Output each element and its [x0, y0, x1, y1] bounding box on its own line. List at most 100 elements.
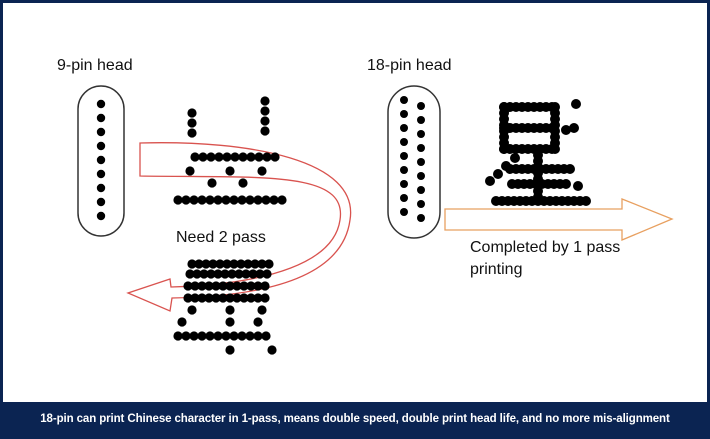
character-dot	[221, 331, 231, 341]
character-dot	[262, 152, 272, 162]
character-dot	[257, 259, 267, 269]
character-dot	[185, 166, 195, 176]
one-pass-arrow	[444, 198, 674, 241]
character-dot	[260, 126, 270, 136]
character-dot	[229, 195, 239, 205]
character-dot	[213, 331, 223, 341]
character-dot	[253, 281, 263, 291]
pin-dot	[417, 200, 425, 208]
character-dot	[260, 293, 270, 303]
character-dot	[190, 293, 200, 303]
character-dot	[213, 195, 223, 205]
one-pass-character-dots	[485, 99, 591, 206]
character-dot	[177, 317, 187, 327]
character-dot	[225, 281, 235, 291]
eighteen-pin-head-label: 18-pin head	[367, 57, 452, 74]
character-dot	[510, 153, 520, 163]
eighteen-pin-head-pins	[400, 96, 425, 222]
character-dot	[237, 331, 247, 341]
pin-dot	[417, 144, 425, 152]
character-dot	[569, 123, 579, 133]
character-dot	[253, 331, 263, 341]
character-dot	[187, 128, 197, 138]
character-dot	[257, 305, 267, 315]
character-dot	[243, 259, 253, 269]
character-dot	[241, 269, 251, 279]
pin-dot	[400, 138, 408, 146]
character-dot	[218, 281, 228, 291]
pin-dot	[400, 124, 408, 132]
character-dot	[261, 331, 271, 341]
character-dot	[198, 152, 208, 162]
pin-dot	[400, 152, 408, 160]
character-dot	[181, 195, 191, 205]
character-dot	[222, 152, 232, 162]
pin-dot	[96, 197, 106, 207]
completed-one-pass-label: Completed by 1 pass printing	[470, 237, 620, 281]
character-dot	[187, 259, 197, 269]
character-dot	[547, 144, 557, 154]
pin-dot	[96, 141, 106, 151]
character-dot	[225, 166, 235, 176]
pin-dot	[400, 110, 408, 118]
completed-label-line-1: Completed by 1 pass	[470, 239, 621, 256]
character-dot	[239, 293, 249, 303]
character-dot	[229, 331, 239, 341]
character-dot	[581, 196, 591, 206]
character-dot	[253, 293, 263, 303]
character-dot	[208, 259, 218, 269]
character-dot	[270, 152, 280, 162]
pin-dot	[96, 211, 106, 221]
character-dot	[260, 96, 270, 106]
character-dot	[222, 259, 232, 269]
character-dot	[485, 176, 495, 186]
pin-dot	[96, 127, 106, 137]
pin-dot	[96, 99, 106, 109]
character-dot	[189, 195, 199, 205]
character-dot	[246, 152, 256, 162]
character-dot	[260, 281, 270, 291]
character-dot	[269, 195, 279, 205]
character-dot	[254, 152, 264, 162]
character-dot	[261, 195, 271, 205]
character-dot	[232, 293, 242, 303]
character-dot	[206, 152, 216, 162]
character-dot	[264, 259, 274, 269]
character-dot	[227, 269, 237, 279]
need-two-pass-label: Need 2 pass	[176, 229, 266, 246]
character-dot	[201, 259, 211, 269]
pin-dot	[417, 102, 425, 110]
character-dot	[571, 99, 581, 109]
completed-label-line-2: printing	[470, 261, 523, 278]
nine-pin-head-pins	[96, 99, 106, 221]
pin-dot	[417, 130, 425, 138]
character-dot	[218, 293, 228, 303]
character-dot	[183, 281, 193, 291]
character-dot	[207, 178, 217, 188]
character-dot	[246, 293, 256, 303]
character-dot	[190, 152, 200, 162]
character-dot	[250, 259, 260, 269]
character-dot	[206, 269, 216, 279]
character-dot	[245, 331, 255, 341]
character-dot	[197, 293, 207, 303]
character-dot	[187, 305, 197, 315]
pin-dot	[96, 183, 106, 193]
character-dot	[197, 281, 207, 291]
character-dot	[253, 317, 263, 327]
character-dot	[192, 269, 202, 279]
pin-dot	[400, 96, 408, 104]
character-dot	[561, 125, 571, 135]
two-pass-character-dots	[173, 96, 287, 355]
character-dot	[573, 181, 583, 191]
character-dot	[225, 305, 235, 315]
pin-dot	[417, 186, 425, 194]
character-dot	[190, 281, 200, 291]
two-pass-arrow	[126, 142, 352, 312]
character-dot	[205, 195, 215, 205]
character-dot	[197, 195, 207, 205]
character-dot	[229, 259, 239, 269]
character-dot	[257, 166, 267, 176]
character-dot	[181, 331, 191, 341]
